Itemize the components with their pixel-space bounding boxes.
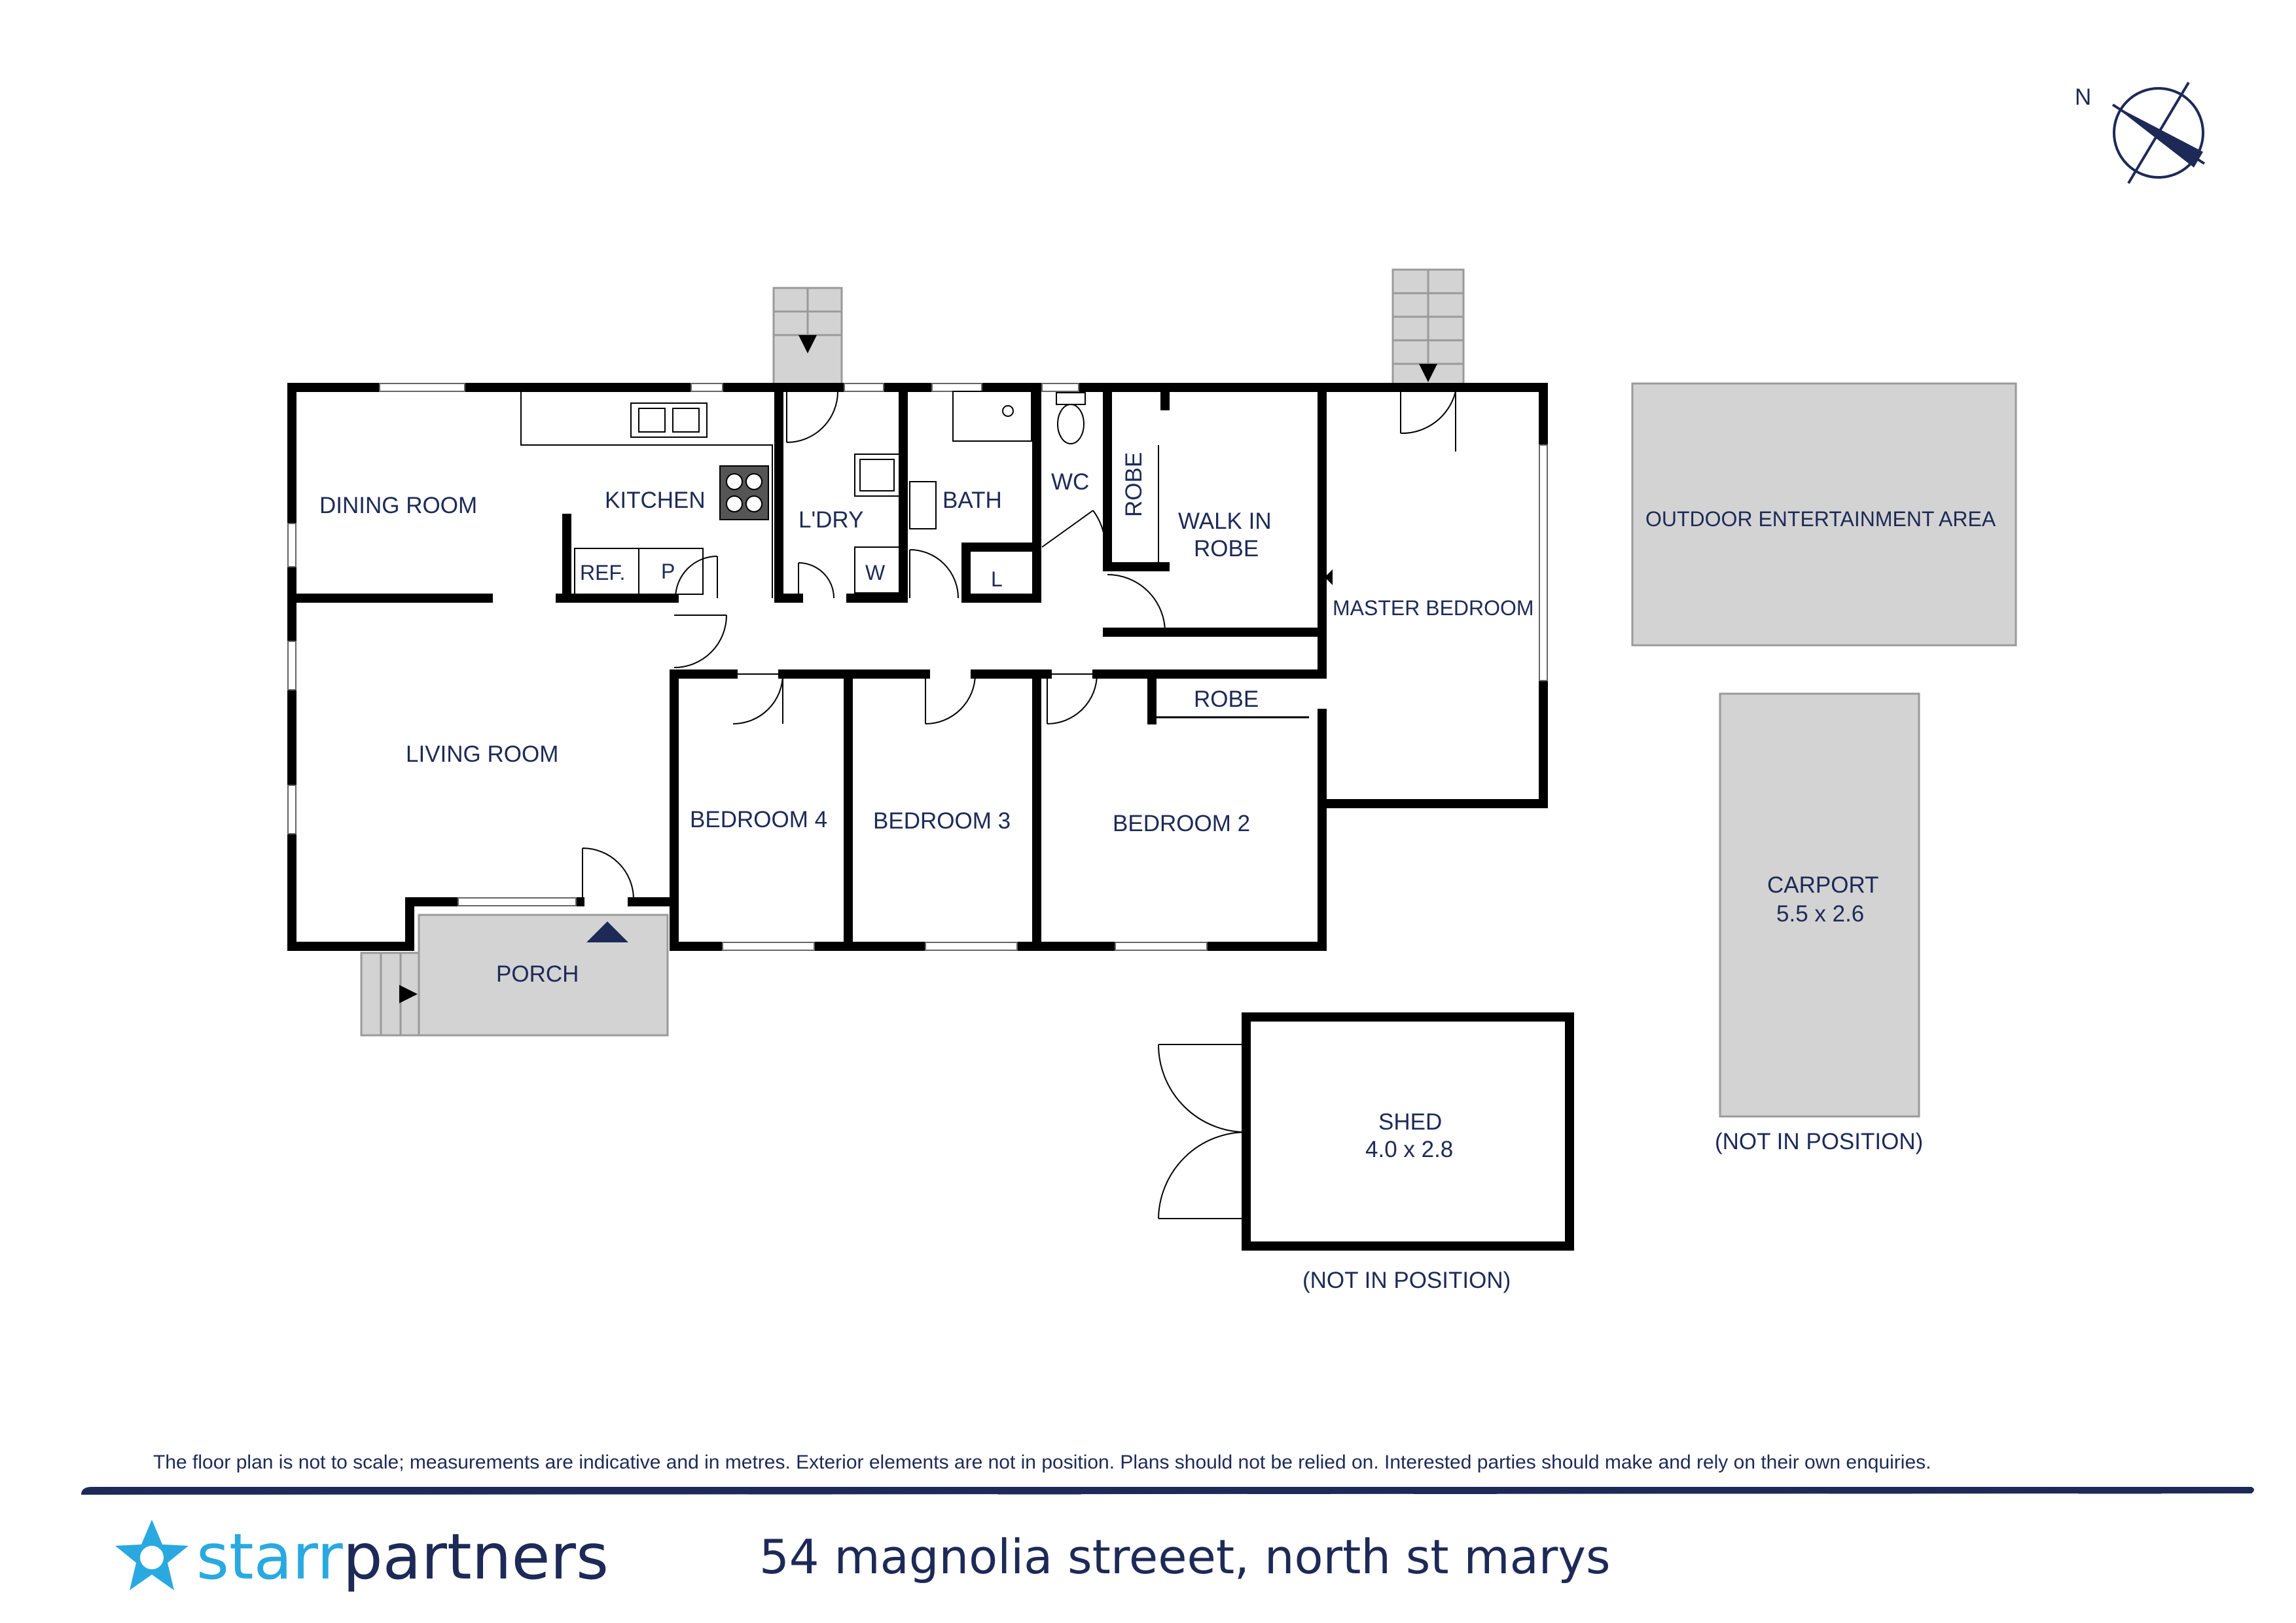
compass-north-label: N xyxy=(2075,84,2091,110)
brand-part1: starr xyxy=(196,1520,343,1594)
room-dining: DINING ROOM xyxy=(319,493,477,518)
label-ref: REF. xyxy=(580,561,625,584)
brand-wordmark: starrpartners xyxy=(196,1520,609,1594)
room-walk-in-robe-line1: WALK IN xyxy=(1178,508,1272,534)
room-bed2: BEDROOM 2 xyxy=(1113,811,1250,836)
shower-icon xyxy=(952,391,1032,442)
label-carport: CARPORT xyxy=(1767,872,1879,898)
room-bed4: BEDROOM 4 xyxy=(690,807,827,832)
carport xyxy=(1719,692,1920,1118)
room-laundry: L'DRY xyxy=(798,507,863,533)
room-bed3: BEDROOM 3 xyxy=(873,808,1011,834)
master-steps xyxy=(1391,268,1465,387)
label-carport-size: 5.5 x 2.6 xyxy=(1776,901,1864,927)
kitchen-bench xyxy=(520,391,773,598)
windows xyxy=(287,383,1548,951)
compass-icon xyxy=(2111,81,2206,185)
room-porch: PORCH xyxy=(496,961,579,987)
label-shed-note: (NOT IN POSITION) xyxy=(1302,1268,1511,1293)
label-pantry: P xyxy=(661,560,675,583)
disclaimer: The floor plan is not to scale; measurem… xyxy=(153,1452,1931,1473)
master-steps-arrow-icon xyxy=(1419,364,1437,382)
toilet-icon xyxy=(1056,392,1086,444)
room-walk-in-robe-line2: ROBE xyxy=(1194,536,1259,562)
footer-rule xyxy=(81,1487,2254,1495)
room-kitchen: KITCHEN xyxy=(605,488,706,513)
master-door-marker-icon xyxy=(1325,569,1333,585)
label-carport-note: (NOT IN POSITION) xyxy=(1715,1129,1923,1154)
room-robe-bed2: ROBE xyxy=(1194,687,1259,712)
pantry-fridge-unit xyxy=(574,548,704,595)
room-bath: BATH xyxy=(942,488,1002,513)
label-washer: W xyxy=(865,561,886,584)
porch-steps-arrow-icon xyxy=(399,985,418,1003)
cooktop-icon xyxy=(719,465,769,520)
laundry-steps-arrow-icon xyxy=(798,335,817,353)
property-address: 54 magnolia streeet, north st marys xyxy=(759,1529,1610,1584)
room-robe-vertical: ROBE xyxy=(1121,452,1147,517)
label-outdoor: OUTDOOR ENTERTAINMENT AREA xyxy=(1645,507,1996,531)
porch xyxy=(418,914,669,1037)
shed-doors xyxy=(1158,1044,1247,1219)
outdoor-area xyxy=(1631,382,2017,647)
starr-logo-icon xyxy=(115,1520,188,1590)
washer-box xyxy=(854,546,900,594)
basin-icon xyxy=(909,481,937,529)
laundry-tub-icon xyxy=(854,454,900,497)
doors xyxy=(582,391,1456,902)
room-master: MASTER BEDROOM xyxy=(1333,596,1534,620)
sink-icon xyxy=(630,402,708,438)
label-linen: L xyxy=(991,567,1003,591)
room-living: LIVING ROOM xyxy=(406,741,558,767)
brand-part2: partners xyxy=(343,1520,609,1594)
label-shed: SHED xyxy=(1378,1109,1442,1135)
walls xyxy=(287,383,1548,951)
label-shed-size: 4.0 x 2.8 xyxy=(1365,1137,1453,1162)
room-wc: WC xyxy=(1051,469,1089,495)
entry-marker-icon xyxy=(586,921,628,942)
